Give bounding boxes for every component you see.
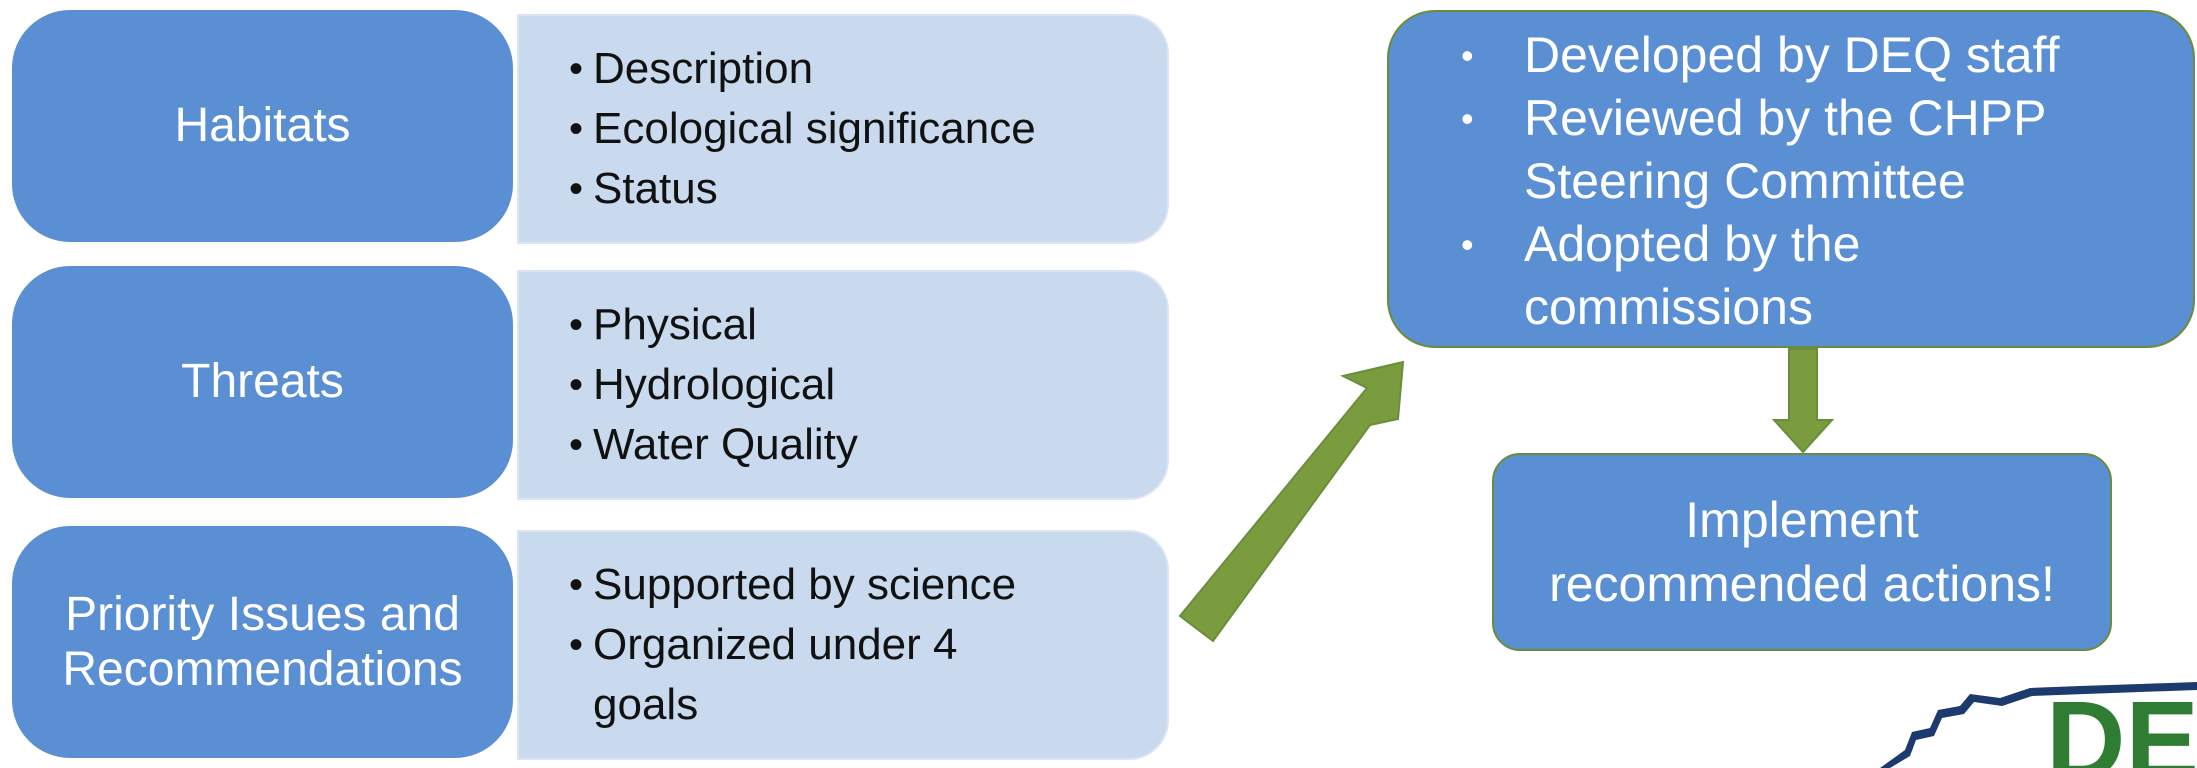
deq-logo-text: DE — [2046, 680, 2197, 768]
process-list: Developed by DEQ staff Reviewed by the C… — [1389, 12, 2193, 339]
implement-box: Implement recommended actions! — [1492, 453, 2112, 651]
threats-item: Water Quality — [569, 415, 858, 475]
priority-item-continued: goals — [593, 680, 699, 729]
diagonal-arrow — [1178, 360, 1405, 643]
habitats-detail-list: Description Ecological significance Stat… — [519, 39, 1036, 219]
implement-line: Implement — [1685, 492, 1919, 548]
habitats-label-box: Habitats — [10, 8, 515, 244]
threats-item: Hydrological — [569, 355, 858, 415]
process-item: Adopted by the — [1429, 213, 2193, 276]
priority-item: Supported by science — [569, 555, 1016, 615]
priority-label-line: Recommendations — [62, 643, 463, 696]
process-item: Reviewed by the CHPP — [1429, 87, 2193, 150]
deq-logo-graphic: DE — [1880, 680, 2197, 768]
habitats-label: Habitats — [174, 99, 351, 153]
row-habitats: Habitats Description Ecological signific… — [0, 8, 1180, 248]
priority-label-box: Priority Issues and Recommendations — [10, 524, 515, 760]
habitats-item: Ecological significance — [569, 99, 1036, 159]
down-arrow — [1771, 348, 1835, 454]
priority-item: Organized under 4 — [569, 615, 1016, 675]
habitats-item: Status — [569, 159, 1036, 219]
process-item-continued: commissions — [1524, 279, 1813, 335]
threats-detail-box: Physical Hydrological Water Quality — [517, 270, 1169, 500]
row-priority-issues: Priority Issues and Recommendations Supp… — [0, 524, 1180, 764]
process-box: Developed by DEQ staff Reviewed by the C… — [1387, 10, 2195, 348]
deq-logo: DE — [1860, 680, 2197, 768]
process-item-continued: Steering Committee — [1524, 153, 1966, 209]
threats-label: Threats — [181, 355, 344, 409]
threats-label-box: Threats — [10, 264, 515, 500]
habitats-item: Description — [569, 39, 1036, 99]
threats-item: Physical — [569, 295, 858, 355]
row-threats: Threats Physical Hydrological Water Qual… — [0, 264, 1180, 504]
implement-line: recommended actions! — [1549, 556, 2055, 612]
priority-label-line: Priority Issues and — [65, 587, 460, 641]
priority-detail-box: Supported by science Organized under 4 g… — [517, 530, 1169, 760]
priority-detail-list: Supported by science Organized under 4 g… — [519, 555, 1016, 735]
habitats-detail-box: Description Ecological significance Stat… — [517, 14, 1169, 244]
threats-detail-list: Physical Hydrological Water Quality — [519, 295, 858, 475]
process-item: Developed by DEQ staff — [1429, 24, 2193, 87]
